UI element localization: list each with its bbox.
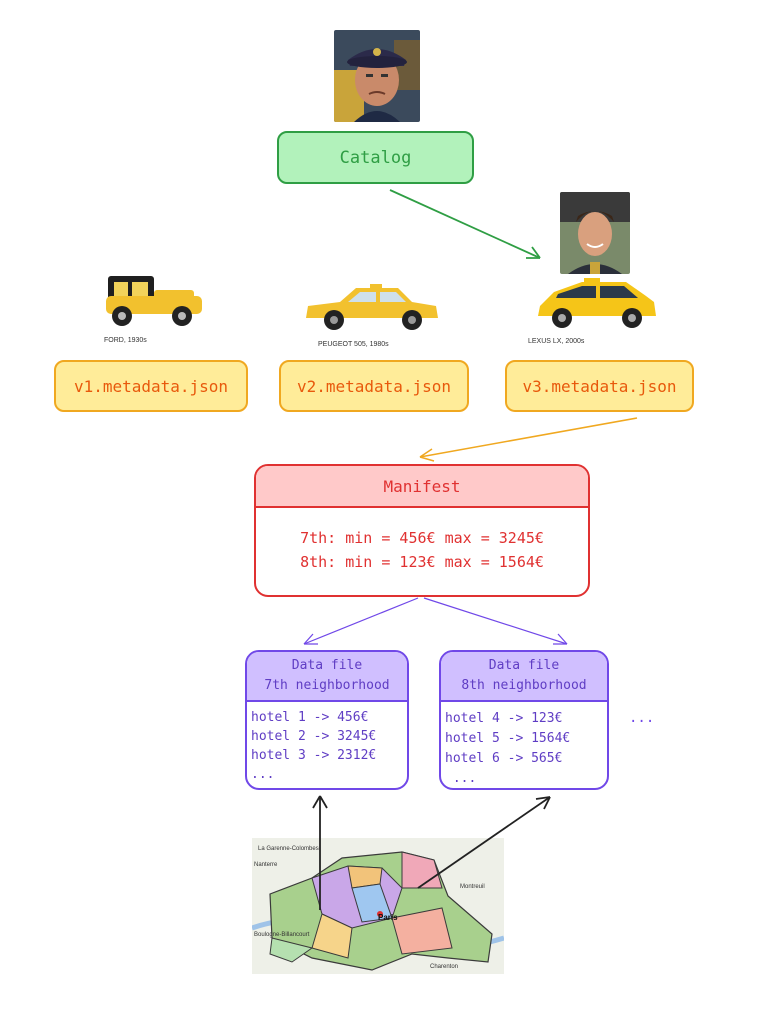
- car-caption-lexus: LEXUS LX, 2000s: [528, 338, 585, 345]
- table-row: hotel 4 -> 123€: [445, 711, 563, 726]
- more-files-ellipsis: ...: [629, 710, 655, 726]
- table-row: hotel 3 -> 2312€: [251, 748, 377, 763]
- manifest-line-8th: 8th: min = 123€ max = 1564€: [300, 553, 544, 571]
- map-label-boulogne: Boulogne-Billancourt: [254, 932, 310, 938]
- arrow-catalog-to-v3: [389, 189, 541, 259]
- manifest-box: Manifest 7th: min = 456€ max = 3245€ 8th…: [254, 464, 590, 597]
- metadata-box-v1: v1.metadata.json: [54, 360, 248, 412]
- car-lexus-lx: [534, 278, 660, 330]
- data-file-8th-title: Data file: [488, 658, 560, 673]
- car-caption-peugeot: PEUGEOT 505, 1980s: [318, 341, 389, 348]
- data-file-7th: Data file 7th neighborhood hotel 1 -> 45…: [245, 650, 409, 790]
- driver-portrait-young: [560, 192, 630, 274]
- data-file-8th-header: Data file 8th neighborhood: [441, 652, 607, 702]
- table-row: hotel 1 -> 456€: [251, 710, 369, 725]
- manifest-line-7th: 7th: min = 456€ max = 3245€: [300, 529, 544, 547]
- driver-portrait-old: [334, 30, 420, 122]
- manifest-header: Manifest: [256, 466, 588, 508]
- table-row: hotel 6 -> 565€: [445, 751, 563, 766]
- data-file-7th-header: Data file 7th neighborhood: [247, 652, 407, 702]
- map-label-montreuil: Montreuil: [460, 884, 485, 890]
- data-file-8th-rows: hotel 4 -> 123€ hotel 5 -> 1564€ hotel 6 -…: [441, 702, 607, 789]
- manifest-body: 7th: min = 456€ max = 3245€ 8th: min = 1…: [256, 508, 588, 574]
- data-file-7th-subtitle: 7th neighborhood: [264, 678, 390, 693]
- catalog-box: Catalog: [277, 131, 474, 184]
- arrow-manifest-to-7th: [303, 597, 419, 645]
- metadata-label-v2: v2.metadata.json: [296, 376, 452, 396]
- paris-map: La Garenne-Colombes Nanterre Boulogne-Bi…: [251, 838, 505, 974]
- data-file-7th-rows: hotel 1 -> 456€ hotel 2 -> 3245€ hotel 3 -…: [247, 702, 407, 784]
- map-label-nanterre: Nanterre: [254, 862, 278, 868]
- car-peugeot-505: [300, 280, 442, 332]
- arrow-manifest-to-8th: [423, 597, 568, 645]
- map-label-paris: Paris: [378, 913, 398, 922]
- metadata-box-v3: v3.metadata.json: [505, 360, 694, 412]
- car-caption-ford: FORD, 1930s: [104, 337, 147, 344]
- car-ford-1930s: [100, 270, 210, 332]
- metadata-label-v1: v1.metadata.json: [73, 376, 229, 396]
- data-file-8th: Data file 8th neighborhood hotel 4 -> 12…: [439, 650, 609, 790]
- table-row: ...: [445, 771, 477, 786]
- metadata-label-v3: v3.metadata.json: [522, 376, 677, 396]
- data-file-7th-title: Data file: [291, 658, 363, 673]
- arrow-v3-to-manifest: [419, 417, 638, 462]
- catalog-label: Catalog: [339, 147, 412, 168]
- table-row: ...: [251, 767, 275, 782]
- map-label-charenton: Charenton: [430, 964, 458, 970]
- map-label-garenne: La Garenne-Colombes: [258, 846, 319, 852]
- table-row: hotel 5 -> 1564€: [445, 731, 571, 746]
- table-row: hotel 2 -> 3245€: [251, 729, 377, 744]
- data-file-8th-subtitle: 8th neighborhood: [461, 678, 587, 693]
- manifest-title: Manifest: [383, 476, 461, 496]
- metadata-box-v2: v2.metadata.json: [279, 360, 469, 412]
